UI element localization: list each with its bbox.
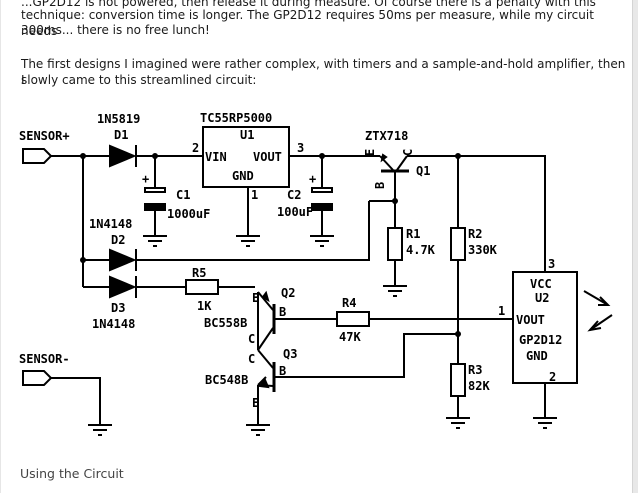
d3-label: D3 — [111, 301, 125, 315]
u2-pin3-label: 3 — [548, 257, 555, 271]
r2-value-label: 330K — [468, 243, 498, 257]
u1-regulator-box — [202, 126, 290, 188]
r5-label: R5 — [192, 266, 206, 280]
q1-part-label: ZTX718 — [365, 129, 408, 143]
article-text-line: slowly came to this streamlined circuit: — [21, 73, 257, 87]
u1-pin2-label: 2 — [192, 141, 199, 155]
u2-part-label: GP2D12 — [519, 333, 562, 347]
u1-part-label: TC55RP5000 — [200, 111, 272, 125]
q2-b-label: B — [279, 305, 286, 319]
d3-part-label: 1N4148 — [92, 317, 135, 331]
sensor-plus-connector — [22, 148, 53, 164]
q2-c-label: C — [248, 332, 255, 346]
c2-label: C2 — [287, 188, 301, 202]
sensor-plus-label: SENSOR+ — [19, 129, 70, 143]
capacitor-c2 — [311, 187, 333, 211]
q2-label: Q2 — [281, 286, 295, 300]
u1-label: U1 — [240, 128, 254, 142]
wires — [51, 155, 546, 425]
transistor-q3 — [257, 349, 276, 392]
r1-label: R1 — [406, 227, 420, 241]
r3-label: R3 — [468, 363, 482, 377]
c2-plus-label: + — [309, 172, 316, 186]
u2-vcc-label: VCC — [530, 277, 552, 291]
page-scrollbar-track[interactable] — [632, 0, 638, 493]
sensor-minus-label: SENSOR- — [19, 352, 70, 366]
diode-d2 — [109, 248, 137, 272]
d2-part-label: 1N4148 — [89, 217, 132, 231]
u2-label: U2 — [535, 291, 549, 305]
diode-d3 — [109, 275, 137, 299]
c1-value-label: 1000uF — [167, 207, 210, 221]
q3-part-label: BC548B — [205, 373, 248, 387]
q2-e-label: E — [252, 291, 259, 305]
junction-dots — [80, 153, 461, 337]
q1-b-label: B — [373, 182, 387, 189]
article-text-line: 300ms... there is no free lunch! — [21, 23, 210, 37]
r4-label: R4 — [342, 296, 356, 310]
transistor-q1 — [379, 153, 409, 176]
q2-part-label: BC558B — [204, 316, 247, 330]
capacitor-c1 — [144, 187, 166, 211]
resistor-r4 — [336, 311, 370, 327]
transistor-q2 — [257, 290, 276, 351]
resistors — [185, 227, 466, 397]
d1-label: D1 — [114, 128, 128, 142]
q3-e-label: E — [252, 396, 259, 410]
resistor-r3 — [450, 363, 466, 397]
r1-value-label: 4.7K — [406, 243, 436, 257]
article-text-line: The first designs I imagined were rather… — [21, 57, 626, 87]
article-text-cut-line: ...GP2D12 is not powered, then release i… — [21, 0, 596, 9]
q3-c-label: C — [248, 352, 255, 366]
u1-pin3-label: 3 — [297, 141, 304, 155]
c1-plus-label: + — [142, 172, 149, 186]
u2-sensor-box — [512, 271, 578, 384]
resistor-r1 — [387, 227, 403, 261]
u1-vin-label: VIN — [205, 150, 227, 164]
u2-vout-label: VOUT — [516, 313, 545, 327]
c1-label: C1 — [176, 188, 190, 202]
page-left-border — [0, 0, 1, 493]
d1-part-label: 1N5819 — [97, 112, 140, 126]
q1-c-label: C — [401, 149, 415, 156]
u1-pin1-label: 1 — [251, 188, 258, 202]
r4-value-label: 47K — [339, 330, 361, 344]
u1-gnd-label: GND — [232, 169, 254, 183]
q1-e-label: E — [363, 149, 377, 156]
u2-pin2-label: 2 — [549, 370, 556, 384]
c2-value-label: 100uF — [277, 205, 313, 219]
u2-pin1-label: 1 — [498, 304, 505, 318]
q3-b-label: B — [279, 364, 286, 378]
resistor-r5 — [185, 279, 219, 295]
q3-label: Q3 — [283, 347, 297, 361]
ir-emitter-arrows — [583, 290, 613, 332]
sensor-minus-connector — [22, 370, 53, 386]
r3-value-label: 82K — [468, 379, 490, 393]
section-heading: Using the Circuit — [20, 466, 124, 481]
ground-symbols — [88, 235, 557, 436]
q1-label: Q1 — [416, 164, 430, 178]
resistor-r2 — [450, 227, 466, 261]
u2-gnd-label: GND — [526, 349, 548, 363]
diode-d1 — [109, 144, 137, 168]
d2-label: D2 — [111, 233, 125, 247]
r2-label: R2 — [468, 227, 482, 241]
article-text-line: technique: conversion time is longer. Th… — [21, 8, 594, 38]
u1-vout-label: VOUT — [253, 150, 282, 164]
r5-value-label: 1K — [197, 299, 212, 313]
